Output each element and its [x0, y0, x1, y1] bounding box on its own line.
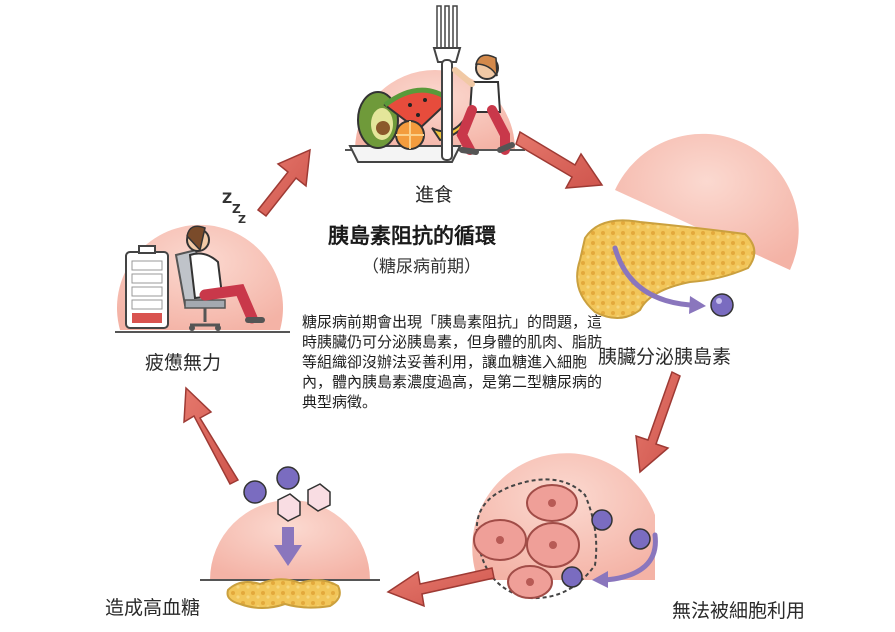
pancreas-icon: [576, 219, 756, 319]
arrow-blood-sugar-to-fatigue: [183, 386, 240, 485]
blood-sugar-illustration: [200, 466, 380, 609]
diagram-title: 胰島素阻抗的循環: [328, 224, 496, 248]
cells-illustration: [472, 453, 658, 600]
arrow-cells-to-blood-sugar: [386, 567, 495, 608]
diagram-description: 糖尿病前期會出現「胰島素阻抗」的問題，這時胰臟仍可分泌胰島素，但身體的肌肉、脂肪…: [302, 313, 603, 411]
step-label-fatigue: 疲憊無力: [145, 352, 222, 374]
cycle-arrows: [183, 130, 681, 608]
step-label-not-used: 無法被細胞利用: [672, 600, 806, 622]
eating-illustration: [345, 5, 525, 163]
step-label-secretion: 胰臟分泌胰島素: [598, 346, 732, 368]
step-label-high-sugar: 造成高血糖: [105, 597, 201, 619]
arrow-pancreas-to-cells: [635, 370, 681, 474]
svg-text:Z: Z: [222, 191, 232, 207]
svg-text:Z: Z: [232, 202, 241, 216]
fatigue-illustration: Z Z Z: [115, 191, 290, 333]
arrow-eating-to-pancreas: [515, 130, 604, 189]
pancreas-illustration: [576, 133, 799, 319]
diagram-subtitle: （糖尿病前期）: [362, 257, 481, 277]
step-label-eating: 進食: [415, 184, 454, 206]
arrow-fatigue-to-eating: [256, 148, 311, 218]
svg-text:Z: Z: [238, 213, 246, 226]
